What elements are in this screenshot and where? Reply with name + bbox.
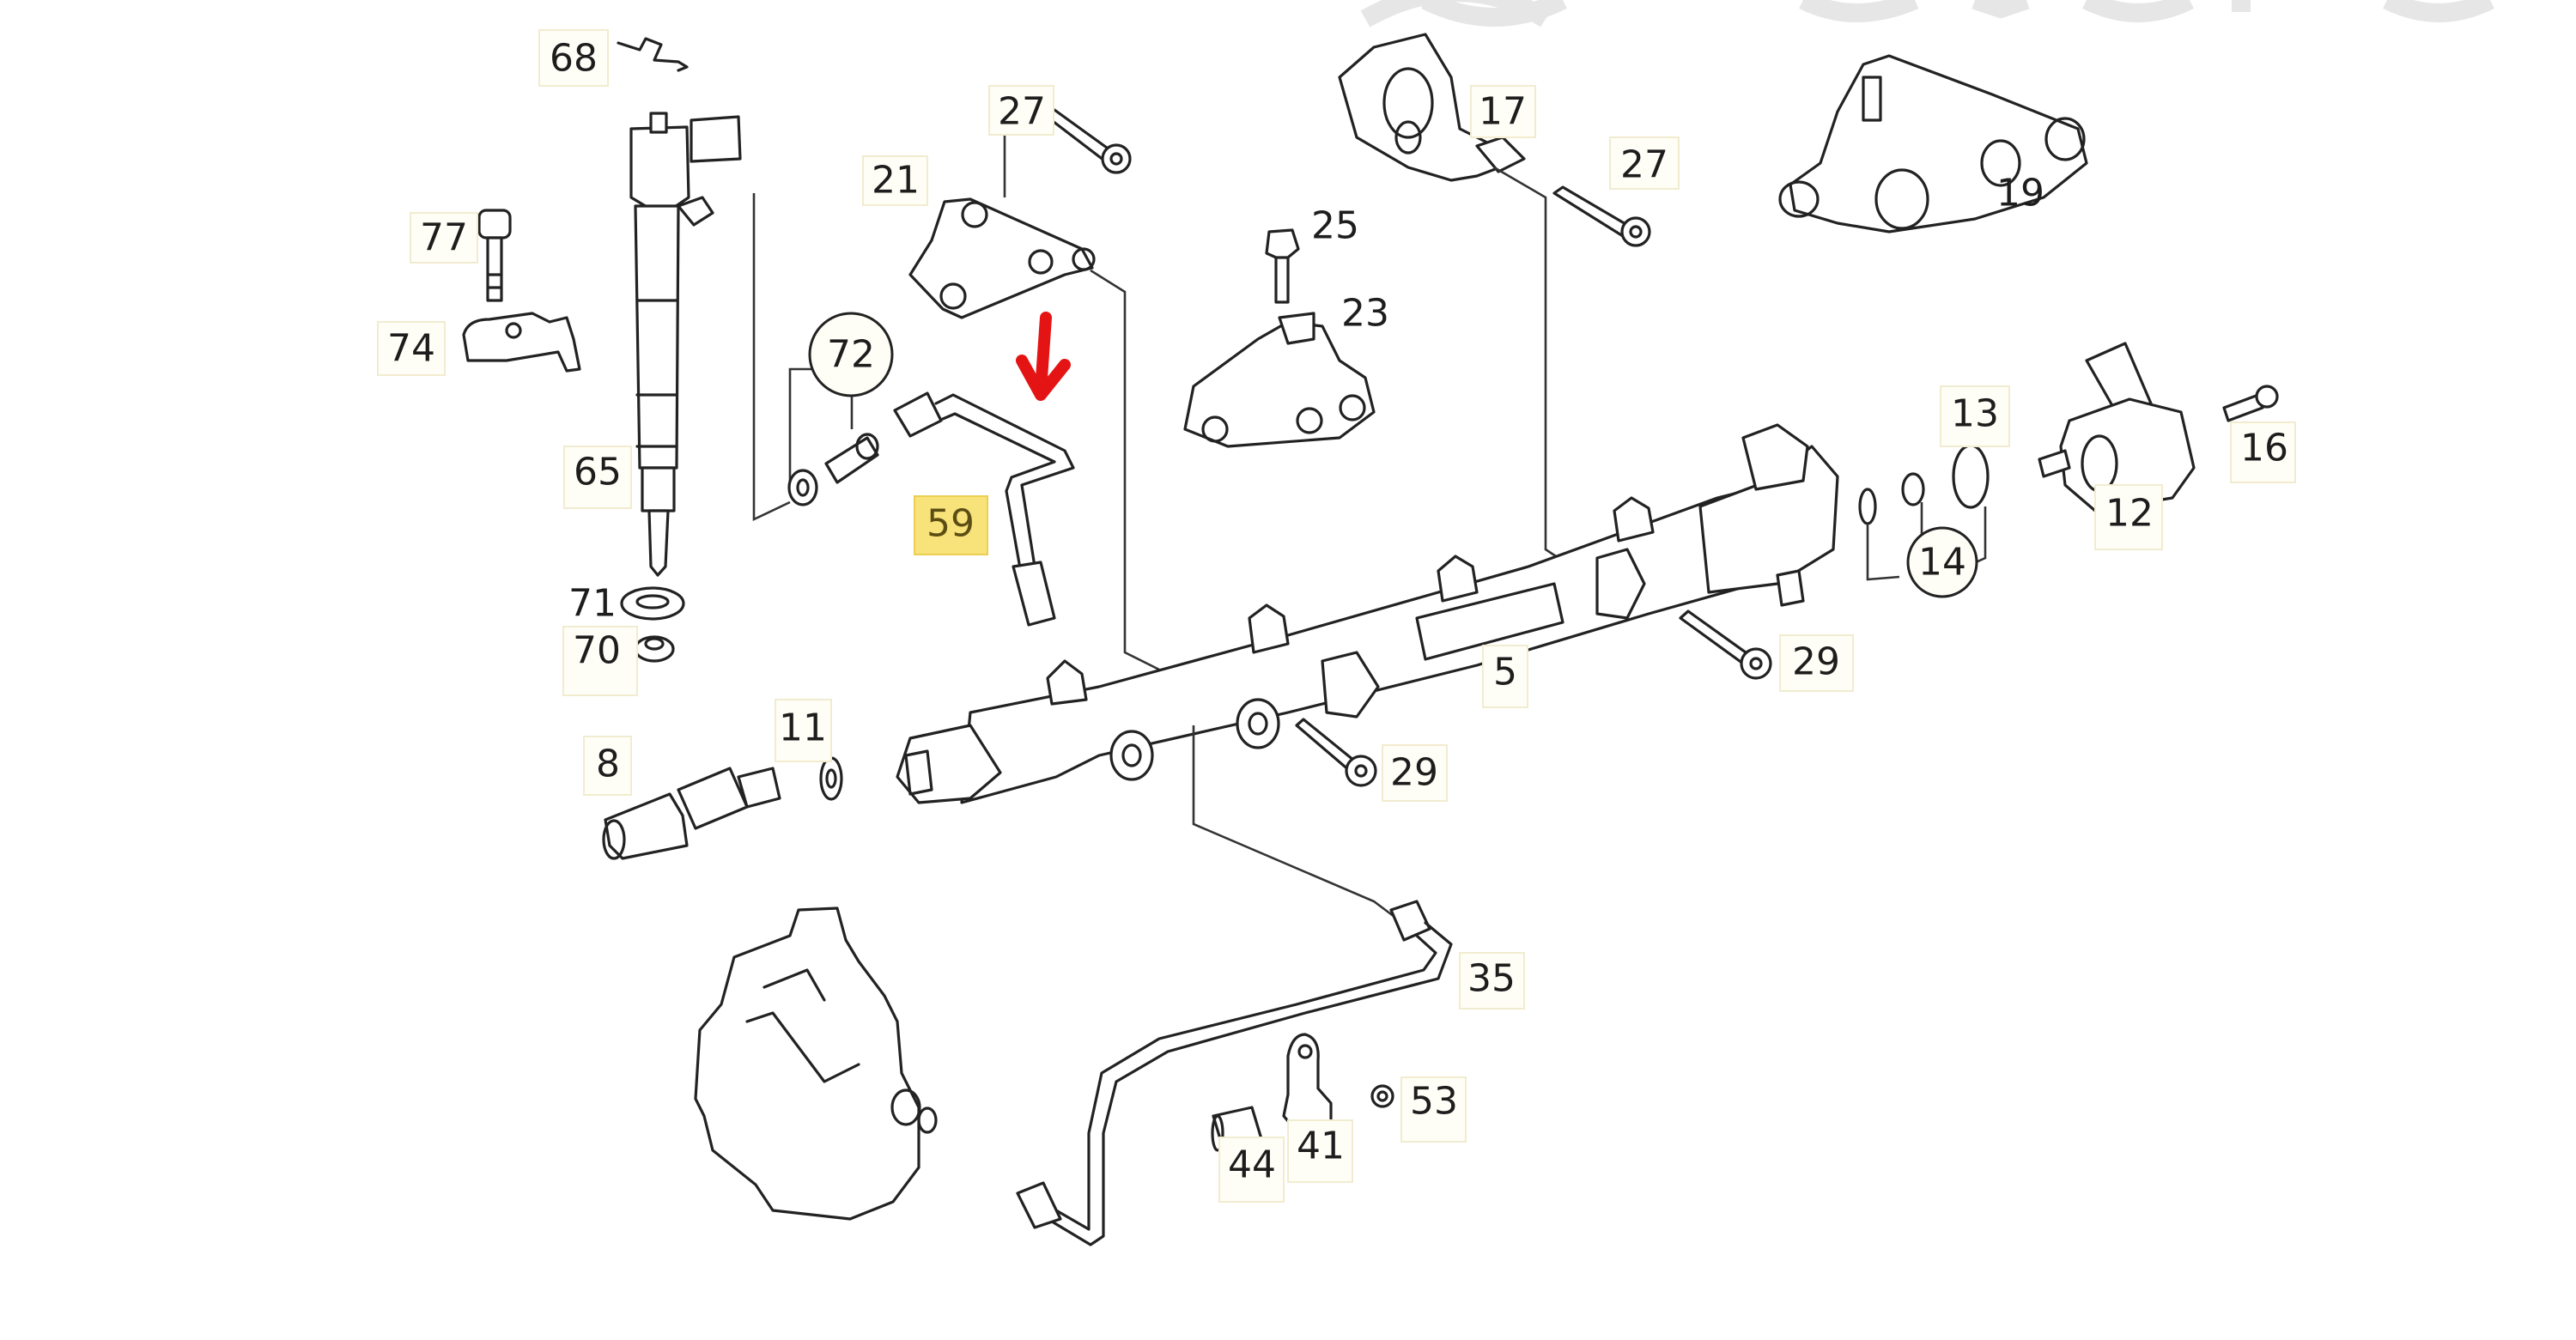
callout-5[interactable]: 5: [1482, 645, 1528, 708]
svg-text:23: 23: [1341, 292, 1389, 336]
callout-72[interactable]: 72: [808, 312, 894, 397]
part-41-clamp[interactable]: [1282, 1033, 1333, 1135]
part-5-fuel-rail[interactable]: [896, 423, 1839, 929]
callout-41[interactable]: 41: [1287, 1119, 1353, 1183]
svg-text:11: 11: [779, 706, 827, 750]
callout-27a[interactable]: 27: [988, 85, 1054, 136]
part-23-bracket[interactable]: [1183, 312, 1376, 448]
svg-text:27: 27: [998, 90, 1046, 134]
leader-line: [1090, 269, 1160, 671]
svg-text:25: 25: [1311, 204, 1359, 248]
svg-text:77: 77: [420, 216, 468, 260]
callout-29a[interactable]: 29: [1779, 634, 1854, 692]
part-35-fuel-line[interactable]: [1016, 900, 1453, 1246]
callout-77[interactable]: 77: [410, 212, 478, 264]
svg-text:65: 65: [574, 451, 622, 494]
svg-text:5: 5: [1493, 651, 1517, 694]
svg-text:19: 19: [1996, 172, 2044, 215]
part-29b-bolt[interactable]: [1295, 718, 1377, 787]
part-27a-bolt[interactable]: [1044, 108, 1132, 174]
part-29a-bolt[interactable]: [1679, 609, 1772, 680]
callout-29b[interactable]: 29: [1382, 744, 1448, 802]
svg-text:29: 29: [1390, 751, 1438, 795]
svg-text:53: 53: [1410, 1080, 1458, 1124]
svg-text:16: 16: [2240, 427, 2288, 470]
svg-text:41: 41: [1297, 1125, 1345, 1168]
part-8-sensor[interactable]: [602, 767, 781, 860]
callout-8[interactable]: 8: [583, 736, 632, 796]
part-68-clip[interactable]: [617, 37, 689, 72]
callout-19[interactable]: 19: [1996, 172, 2044, 215]
part-16-bolt[interactable]: [2222, 385, 2279, 422]
svg-text:74: 74: [387, 327, 435, 371]
part-74-clamp[interactable]: [462, 312, 581, 373]
callout-11[interactable]: 11: [775, 699, 832, 762]
leader-line: [752, 193, 791, 522]
svg-text:27: 27: [1620, 143, 1668, 187]
callout-68[interactable]: 68: [538, 29, 609, 87]
svg-text:13: 13: [1951, 392, 1999, 436]
svg-text:21: 21: [872, 159, 920, 203]
callout-12[interactable]: 12: [2094, 484, 2163, 550]
part-77-bolt[interactable]: [477, 209, 512, 302]
annotation-red-arrow: [1016, 312, 1071, 401]
watermark: [1360, 0, 2494, 27]
svg-text:35: 35: [1467, 957, 1516, 1001]
svg-text:17: 17: [1479, 90, 1527, 134]
callout-25[interactable]: 25: [1311, 204, 1359, 248]
callout-65[interactable]: 65: [563, 446, 632, 509]
part-53-nut[interactable]: [1370, 1084, 1394, 1108]
callout-74[interactable]: 74: [377, 321, 446, 376]
svg-text:68: 68: [550, 37, 598, 81]
part-14-seal-set[interactable]: [1858, 472, 1925, 581]
svg-text:44: 44: [1228, 1143, 1276, 1187]
callout-35[interactable]: 35: [1459, 952, 1525, 1010]
part-70-seal[interactable]: [634, 635, 675, 663]
callout-16[interactable]: 16: [2230, 421, 2296, 483]
callout-13[interactable]: 13: [1940, 385, 2010, 447]
svg-text:71: 71: [568, 582, 617, 626]
callout-59-highlighted[interactable]: 59: [914, 495, 988, 555]
part-11-washer[interactable]: [819, 756, 843, 801]
callout-27b[interactable]: 27: [1609, 136, 1680, 190]
part-27b-bolt[interactable]: [1552, 185, 1651, 247]
callout-23[interactable]: 23: [1341, 292, 1389, 336]
svg-text:14: 14: [1918, 541, 1966, 585]
leader-line: [788, 367, 811, 494]
svg-text:72: 72: [827, 333, 875, 377]
callout-17[interactable]: 17: [1470, 85, 1536, 138]
callout-21[interactable]: 21: [862, 155, 928, 206]
part-72-fitting[interactable]: [787, 433, 879, 506]
part-25-bolt[interactable]: [1265, 228, 1300, 304]
svg-text:59: 59: [927, 502, 975, 546]
callout-71[interactable]: 71: [568, 582, 617, 626]
part-12-pressure-regulator[interactable]: [2038, 342, 2196, 512]
part-65-injector[interactable]: [629, 112, 742, 577]
svg-text:8: 8: [596, 743, 620, 786]
part-59-fuel-line[interactable]: [893, 391, 1075, 627]
high-pressure-pump[interactable]: [694, 906, 938, 1221]
part-71-washer[interactable]: [620, 586, 685, 621]
svg-text:29: 29: [1792, 640, 1840, 684]
svg-text:12: 12: [2105, 492, 2154, 536]
callout-70[interactable]: 70: [562, 626, 638, 696]
callout-44[interactable]: 44: [1218, 1137, 1285, 1203]
callout-14[interactable]: 14: [1906, 526, 1978, 598]
part-19-bracket[interactable]: [1778, 54, 2088, 233]
callout-53[interactable]: 53: [1400, 1076, 1467, 1143]
svg-text:70: 70: [573, 629, 621, 673]
